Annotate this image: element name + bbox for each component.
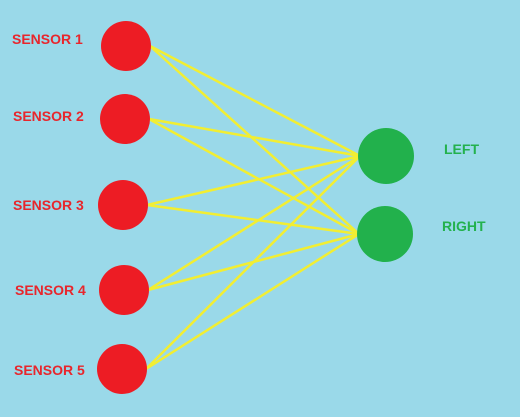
sensor-2-node [100,94,150,144]
sensor-1-node [101,21,151,71]
connection-sensor-3-to-right [146,203,360,236]
connection-sensor-2-to-right [148,117,360,236]
right-output-label: RIGHT [442,218,486,234]
connection-sensor-4-to-left [147,154,361,292]
sensor-4-node [99,265,149,315]
connection-sensor-3-to-left [146,154,361,207]
connection-sensor-5-to-right [145,232,360,371]
sensor-1-label: SENSOR 1 [12,31,83,47]
connection-sensor-1-to-right [149,45,360,235]
connection-sensor-5-to-left [145,155,361,370]
left-output-node [358,128,414,184]
right-output-node [357,206,413,262]
sensor-2-label: SENSOR 2 [13,108,84,124]
left-output-label: LEFT [444,141,479,157]
connection-sensor-2-to-left [148,117,361,158]
connection-sensor-1-to-left [149,44,361,158]
sensor-3-node [98,180,148,230]
sensor-5-node [97,344,147,394]
sensor-5-label: SENSOR 5 [14,362,85,378]
sensor-4-label: SENSOR 4 [15,282,86,298]
sensor-3-label: SENSOR 3 [13,197,84,213]
